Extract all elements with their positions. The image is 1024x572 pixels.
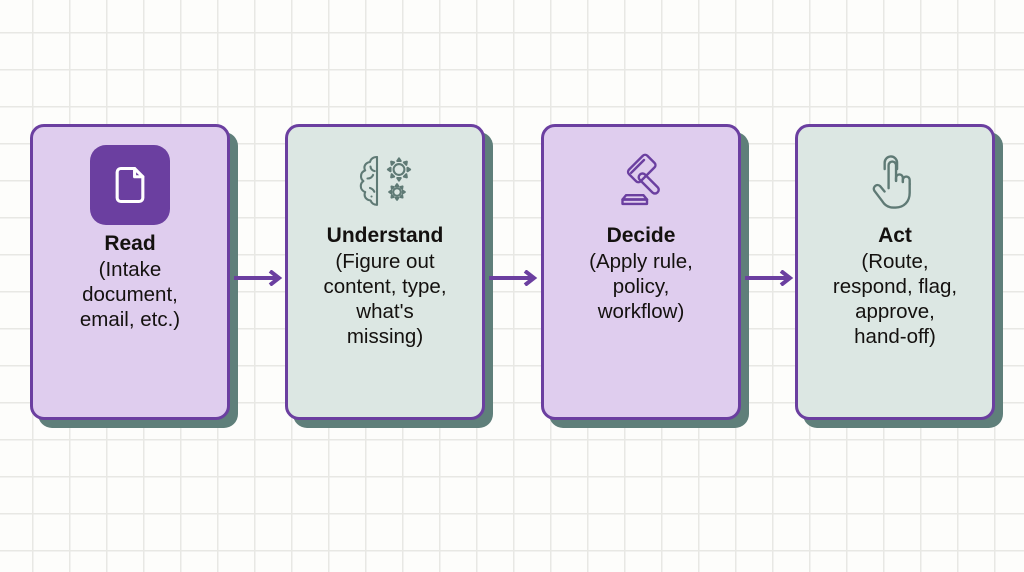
connector-read-understand — [234, 269, 286, 287]
gavel-icon — [621, 153, 660, 206]
connector-decide-act — [745, 269, 797, 287]
document-icon — [115, 166, 145, 204]
step-description: (Intake document, email, etc.) — [79, 258, 181, 331]
step-description: (Apply rule, policy, workflow) — [589, 250, 693, 323]
brain-gears-icon — [359, 155, 412, 206]
arrow-right-icon — [745, 269, 794, 287]
brain-gears-icon-wrap — [345, 145, 425, 219]
step-title: Act — [878, 224, 912, 247]
process-step-understand[interactable]: Understand (Figure out content, type, wh… — [285, 124, 485, 420]
connector-understand-decide — [489, 269, 541, 287]
process-step-decide[interactable]: Decide (Apply rule, policy, workflow) — [541, 124, 741, 420]
process-step-act[interactable]: Act (Route, respond, flag, approve, hand… — [795, 124, 995, 420]
tap-hand-icon — [872, 155, 911, 209]
document-icon-badge — [90, 145, 170, 225]
arrow-right-icon — [489, 269, 538, 287]
step-title: Understand — [326, 224, 444, 247]
process-step-read[interactable]: Read (Intake document, email, etc.) — [30, 124, 230, 420]
step-title: Decide — [606, 224, 676, 247]
tap-hand-icon-wrap — [855, 145, 935, 219]
arrow-right-icon — [234, 269, 283, 287]
step-description: (Route, respond, flag, approve, hand-off… — [832, 250, 958, 348]
gavel-icon-wrap — [601, 145, 681, 219]
step-description: (Figure out content, type, what's missin… — [323, 250, 447, 348]
step-title: Read — [104, 232, 156, 255]
